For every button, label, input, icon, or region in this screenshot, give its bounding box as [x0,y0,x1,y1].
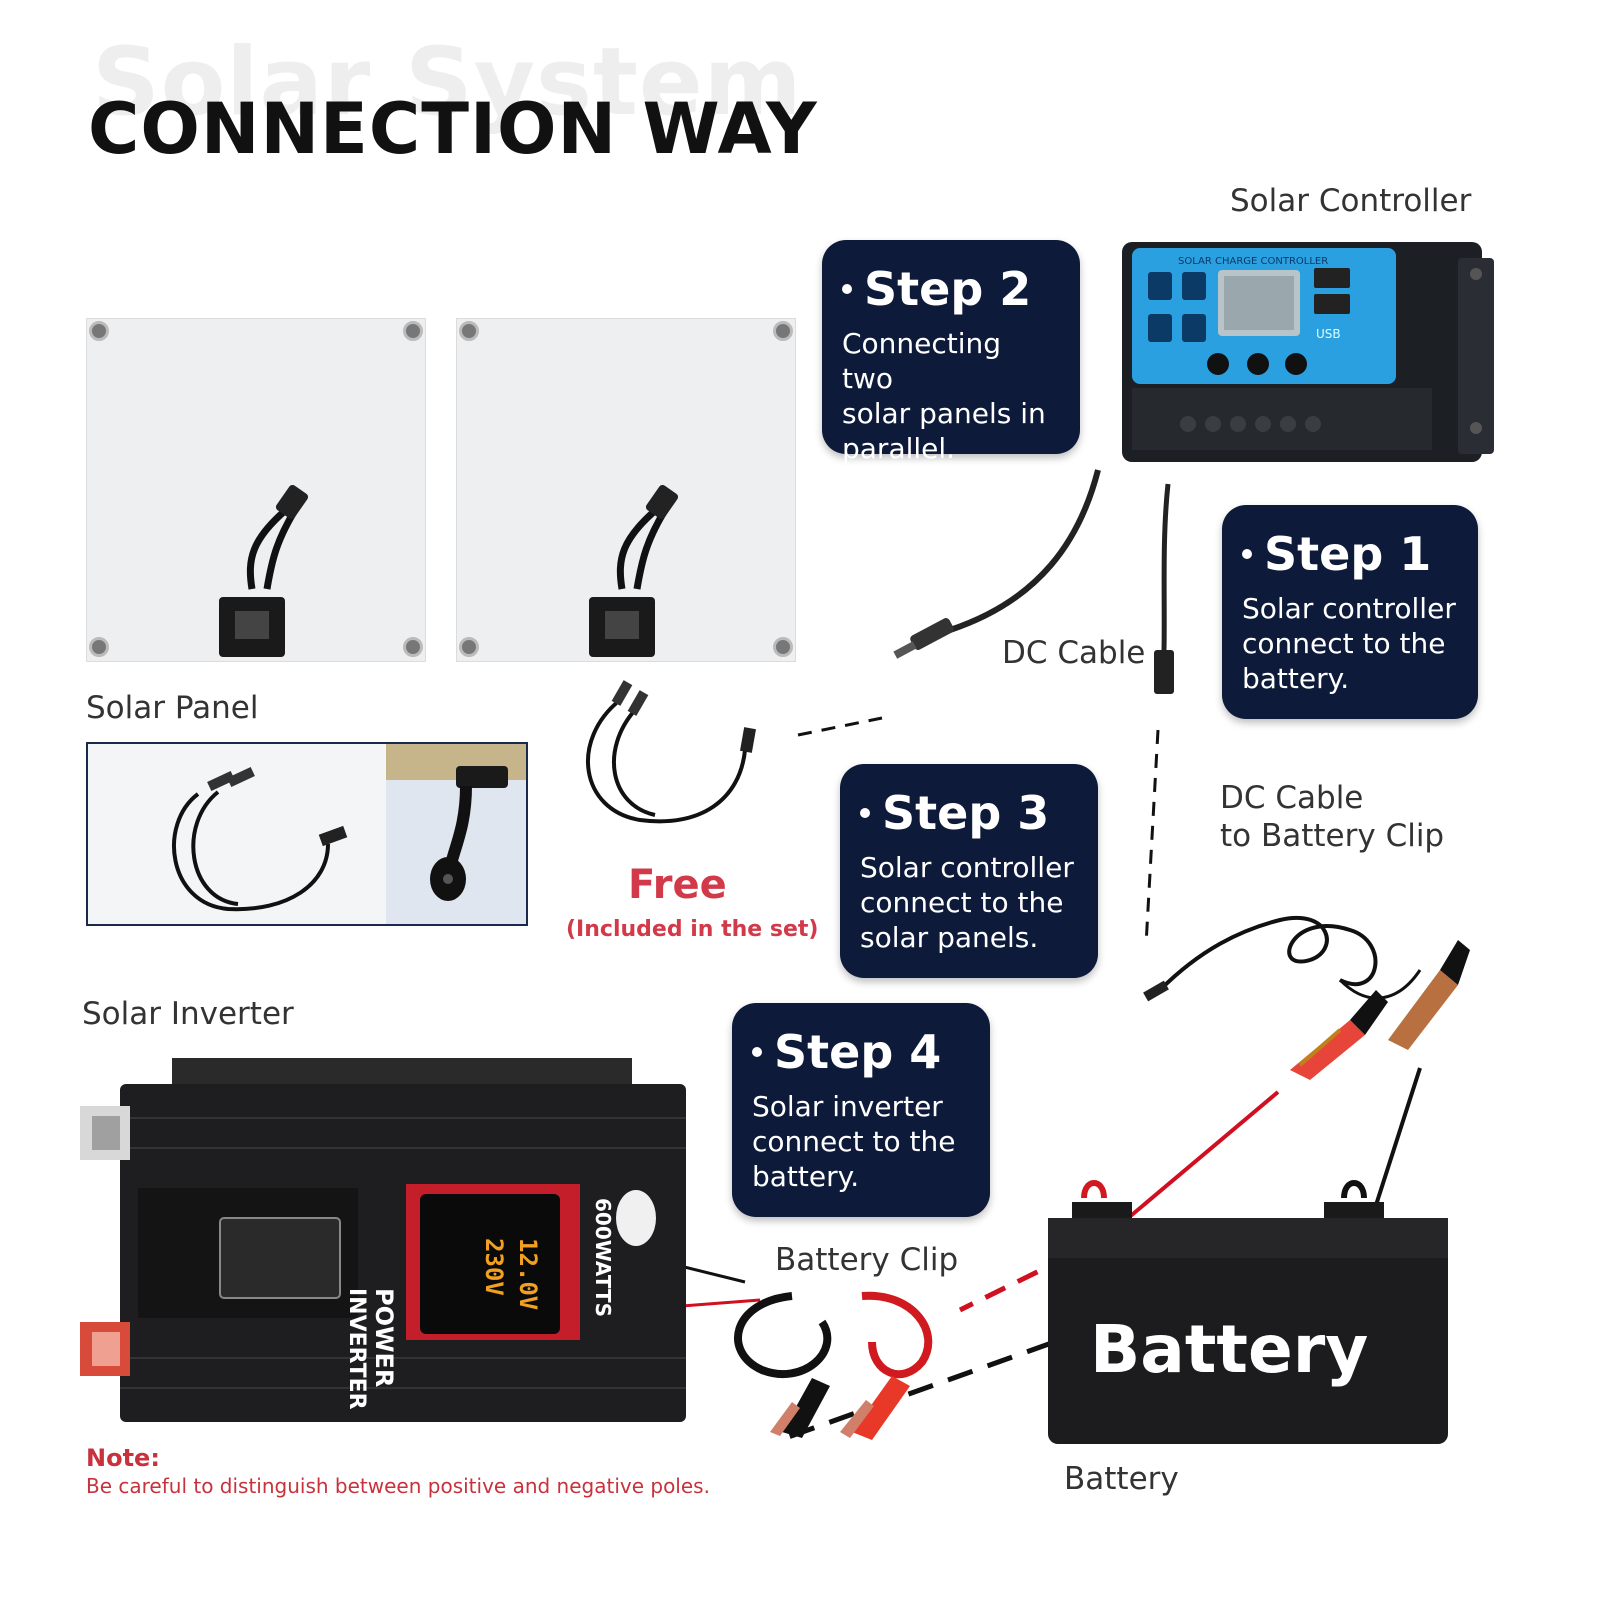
inverter-display-voltage-ac: 230V [480,1238,508,1296]
inverter-brand-line-2: INVERTER [344,1288,369,1410]
dc-cable-battery-label-line2: to Battery Clip [1220,818,1445,854]
battery-clip-label: Battery Clip [775,1242,959,1278]
ghost-title: Solar System [92,28,803,137]
step-1-line-3: battery. [1242,662,1350,695]
battery-word: Battery [1090,1311,1368,1388]
note-text: Be careful to distinguish between positi… [86,1474,710,1498]
page-title: CONNECTION WAY [88,88,818,170]
step-3-card: Step 3 Solar controller connect to the s… [840,764,1098,978]
bullet-icon [860,808,870,818]
panel-connector-photo [386,744,526,924]
dc-cable-controller-panels [893,469,1101,659]
dc-cable-battery-label-line1: DC Cable [1220,780,1364,816]
dc-cable-label: DC Cable [1002,635,1146,671]
step-4-line-2: connect to the [752,1125,956,1158]
y-cable-icon [172,766,348,912]
step-2-line-2: solar panels in [842,397,1046,430]
bolt-icon [773,321,793,341]
inverter-brand-line-1: POWER [370,1288,398,1387]
solar-panel-label: Solar Panel [86,690,259,726]
step-1-line-2: connect to the [1242,627,1446,660]
bolt-icon [459,321,479,341]
bolt-icon [773,637,793,657]
battery-clips [734,1291,933,1440]
junction-box-icon [589,484,679,657]
controller-brand-text: SOLAR CHARGE CONTROLLER [1178,256,1328,267]
step-3-line-2: connect to the [860,886,1064,919]
bolt-icon [403,321,423,341]
step-3-line-3: solar panels. [860,921,1039,954]
bolt-icon [459,637,479,657]
free-title: Free [628,862,727,908]
battery-clip-cable [1143,916,1470,1080]
power-inverter: POWER INVERTER 12.0V 230V 600WATTS [80,1058,686,1422]
step-4-title: Step 4 [774,1025,942,1079]
inverter-display-voltage-dc: 12.0V [514,1238,542,1310]
step-3-title: Step 3 [882,786,1050,840]
free-y-cable-icon [585,680,756,824]
solar-panel-right [456,318,796,662]
step-2-card: Step 2 Connecting two solar panels in pa… [822,240,1080,465]
solar-controller: SOLAR CHARGE CONTROLLER USB [1122,242,1494,462]
dc-cable-controller-battery [1154,483,1174,694]
step-1-line-1: Solar controller [1242,592,1456,625]
battery: Battery [1048,1180,1448,1444]
note-title: Note: [86,1444,160,1472]
step-4-line-1: Solar inverter [752,1090,943,1123]
step-2-line-1: Connecting two [842,327,1002,395]
battery-label: Battery [1064,1461,1179,1497]
step-2-title: Step 2 [864,262,1032,316]
dc-plug-icon [430,766,508,901]
solar-panel-left [86,318,426,662]
bolt-icon [89,321,109,341]
bullet-icon [752,1047,762,1057]
panel-cable-photo [86,742,528,926]
bullet-icon [1242,549,1252,559]
step-3-line-1: Solar controller [860,851,1074,884]
bullet-icon [842,284,852,294]
inverter-wattage: 600WATTS [591,1198,615,1317]
step-2-line-3: parallel. [842,432,956,465]
step-1-card: Step 1 Solar controller connect to the b… [1222,505,1478,719]
solar-controller-label: Solar Controller [1230,183,1472,219]
bolt-icon [89,637,109,657]
step-4-line-3: battery. [752,1160,860,1193]
step-1-title: Step 1 [1264,527,1432,581]
bolt-icon [403,637,423,657]
junction-box-icon [219,484,309,657]
controller-usb-label: USB [1316,327,1341,341]
step-4-card: Step 4 Solar inverter connect to the bat… [732,1003,990,1217]
free-subtitle: (Included in the set) [566,917,819,942]
solar-inverter-label: Solar Inverter [82,996,294,1032]
